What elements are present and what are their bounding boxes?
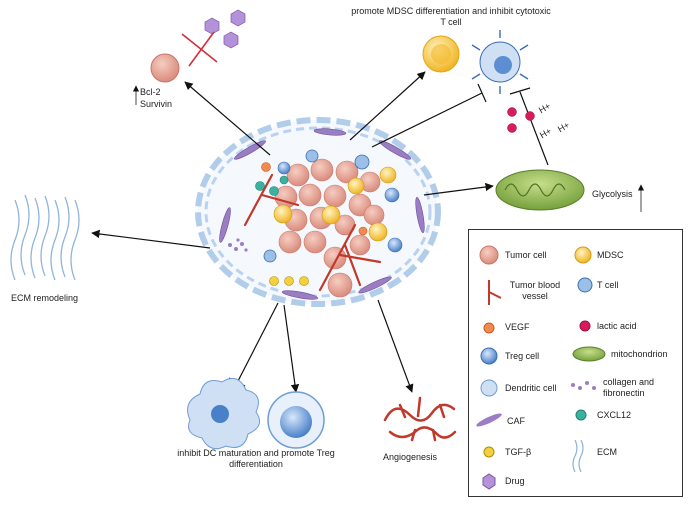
treg-cell-large-icon [267, 391, 325, 449]
legend-tumor-vessel: Tumor blood vessel [509, 280, 561, 301]
angiogenesis-icon [383, 396, 457, 442]
legend: Tumor cell MDSC Tumor blood vessel T cel… [468, 229, 683, 497]
glycolysis-label: Glycolysis [592, 189, 633, 199]
ecm-fibers-icon [10, 194, 80, 281]
legend-dendritic-cell: Dendritic cell [505, 383, 557, 393]
legend-tgf-b: TGF-β [505, 447, 532, 457]
legend-collagen: collagen and fibronectin [603, 377, 655, 398]
dendritic-cell-icon [187, 377, 261, 450]
connection-arrows [91, 71, 549, 393]
legend-ecm: ECM [597, 447, 617, 457]
legend-drug: Drug [505, 476, 525, 486]
legend-caf: CAF [507, 416, 525, 426]
legend-mitochondrion: mitochondrion [611, 349, 668, 359]
legend-lactic-acid: lactic acid [597, 321, 637, 331]
legend-icons [476, 245, 606, 490]
survivin-label: Survivin [140, 99, 173, 109]
legend-vegf: VEGF [505, 322, 530, 332]
ecm-remodeling-label: ECM remodeling [11, 293, 79, 303]
drug-resistance-group [150, 9, 246, 83]
dc-treg-label: inhibit DC maturation and promote Treg d… [177, 448, 335, 469]
legend-mdsc: MDSC [597, 250, 624, 260]
mdsc-effect-label: promote MDSC differentiation and inhibit… [351, 6, 551, 27]
tumor-microenvironment [195, 117, 441, 307]
legend-t-cell: T cell [597, 280, 619, 290]
legend-tumor-cell: Tumor cell [505, 250, 547, 260]
mitochondrion-icon [495, 169, 585, 211]
bcl2-label: Bcl-2 [140, 87, 161, 97]
legend-cxcl12: CXCL12 [597, 410, 632, 420]
legend-treg-cell: Treg cell [505, 351, 540, 361]
mdsc-tcell-group [422, 30, 529, 94]
angiogenesis-label: Angiogenesis [383, 452, 438, 462]
